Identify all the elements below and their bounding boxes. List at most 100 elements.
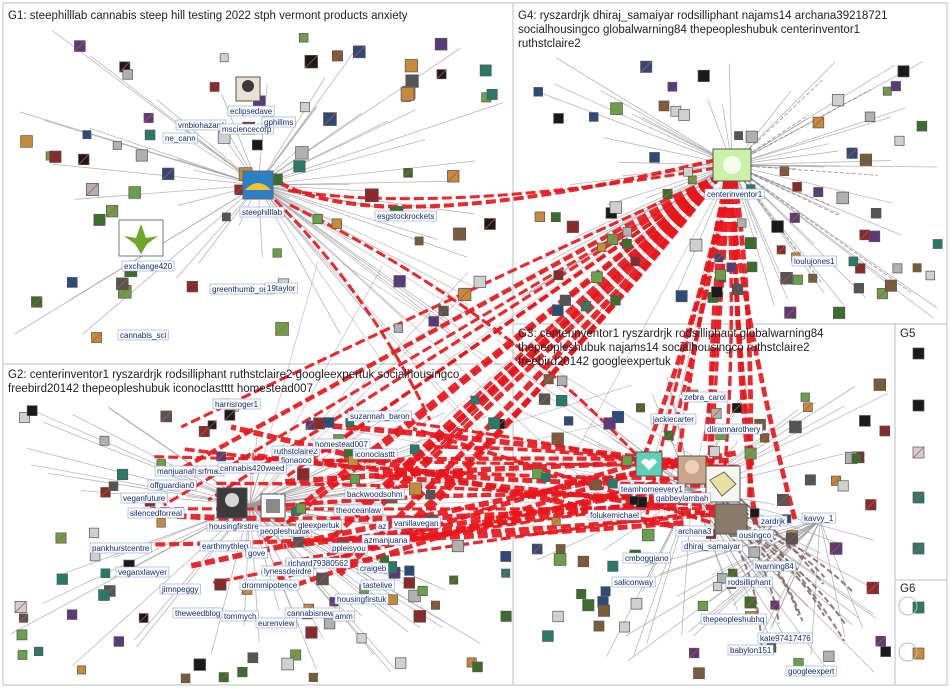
node [734, 131, 743, 141]
node [479, 64, 492, 77]
hub-person-photo[interactable] [677, 455, 707, 485]
node-mark [438, 305, 449, 317]
node [848, 256, 859, 267]
node [214, 578, 227, 591]
node-label-bg [347, 410, 412, 422]
node [403, 577, 416, 589]
node [916, 120, 928, 132]
node-mark [55, 532, 67, 544]
node-label-azmanjuana: azmanjuana [364, 536, 408, 545]
node-mark [216, 451, 226, 462]
edge [257, 184, 468, 297]
node-mark [100, 487, 111, 498]
node-mark [353, 45, 366, 59]
node-label-richard: richard79380562 [288, 559, 349, 568]
edge [257, 184, 468, 258]
node-mark [829, 542, 843, 555]
edge [257, 102, 504, 186]
node-mark [91, 332, 102, 343]
g6-title: G6 [900, 583, 915, 595]
hub-exchange420[interactable] [118, 219, 164, 257]
node-label-bg [121, 260, 175, 272]
edge [257, 184, 438, 240]
node [792, 182, 802, 192]
node-label-gphillms: gphillms [264, 118, 293, 127]
node [925, 270, 935, 281]
node-label-saliconway: saliconway [614, 578, 653, 587]
node-mark [538, 393, 551, 405]
node [451, 539, 464, 553]
g4-title: G4: ryszardrjk dhiraj_samaiyar rodsillip… [518, 10, 887, 22]
node-label-lynessdeirdre: lynessdeirdre [264, 567, 312, 576]
edge [769, 519, 821, 630]
edge [249, 384, 633, 506]
node-label-bg [752, 560, 797, 572]
node [607, 560, 619, 572]
node [559, 294, 571, 306]
node [272, 248, 282, 258]
node [590, 479, 602, 491]
g4-title-line2: socialhousingco globalwarning84 thepeopl… [518, 24, 860, 36]
node-mark [458, 287, 472, 301]
node [879, 425, 891, 437]
node [912, 647, 925, 660]
node-label-bg [344, 488, 405, 500]
node-label-tommych: tommych [224, 612, 256, 621]
node-label-bg [725, 576, 774, 588]
hub-eclipsedave[interactable] [235, 76, 261, 102]
node-mark [865, 499, 877, 511]
edge [176, 184, 259, 279]
edge [75, 184, 259, 200]
node [630, 597, 643, 610]
node [404, 565, 415, 576]
edge [257, 184, 473, 287]
hub-dhiraj[interactable] [714, 503, 748, 535]
node-label-taylor: 19taylor [267, 284, 296, 293]
node-labels: steephilllabexchange420eclipsedavevmbioh… [89, 105, 837, 677]
edge [731, 164, 786, 287]
node-mark [143, 113, 154, 123]
edge [257, 84, 268, 186]
edge [37, 412, 251, 506]
node-label-bg [329, 542, 369, 554]
node-label-cannabis-sci: cannabis_sci [120, 331, 166, 340]
node [597, 242, 607, 252]
node-label-bg [264, 282, 298, 294]
red-edge [732, 179, 754, 502]
node [717, 573, 728, 584]
node [453, 227, 467, 241]
node-label-bg [115, 566, 170, 578]
node [897, 65, 910, 78]
g2-title: G2: centerinventor1 ryszardrjk rodsillip… [8, 369, 459, 381]
node-label-bg [618, 483, 686, 495]
node [813, 187, 824, 198]
node-mark [162, 167, 175, 180]
hub-free-image[interactable] [705, 465, 741, 503]
node-label-bg [791, 255, 837, 267]
red-edge [152, 455, 739, 468]
hub-teamhomeevery1[interactable] [635, 451, 663, 477]
node [556, 375, 568, 387]
node-mark [224, 409, 236, 421]
node [610, 102, 623, 115]
node-mark [86, 183, 99, 196]
node [598, 604, 610, 617]
hub-centerinventor1[interactable] [712, 148, 752, 182]
node [649, 152, 660, 163]
node-label-vmbiohazard: vmbiohazard [178, 121, 224, 130]
node [193, 658, 206, 671]
hub-skull[interactable] [216, 487, 248, 519]
node [550, 212, 561, 223]
node [630, 256, 641, 267]
node [831, 93, 845, 107]
node [870, 208, 882, 219]
node [99, 435, 110, 446]
hub-peopleshubuk[interactable] [260, 493, 286, 519]
node-label-housingfirstuk: housingfirstuk [337, 595, 387, 604]
node [621, 238, 632, 249]
hub-steephilllab[interactable] [242, 170, 274, 200]
edge [574, 164, 733, 238]
node-mark [543, 374, 554, 385]
node-label-bg [261, 565, 314, 577]
node-label-bg [285, 557, 351, 569]
